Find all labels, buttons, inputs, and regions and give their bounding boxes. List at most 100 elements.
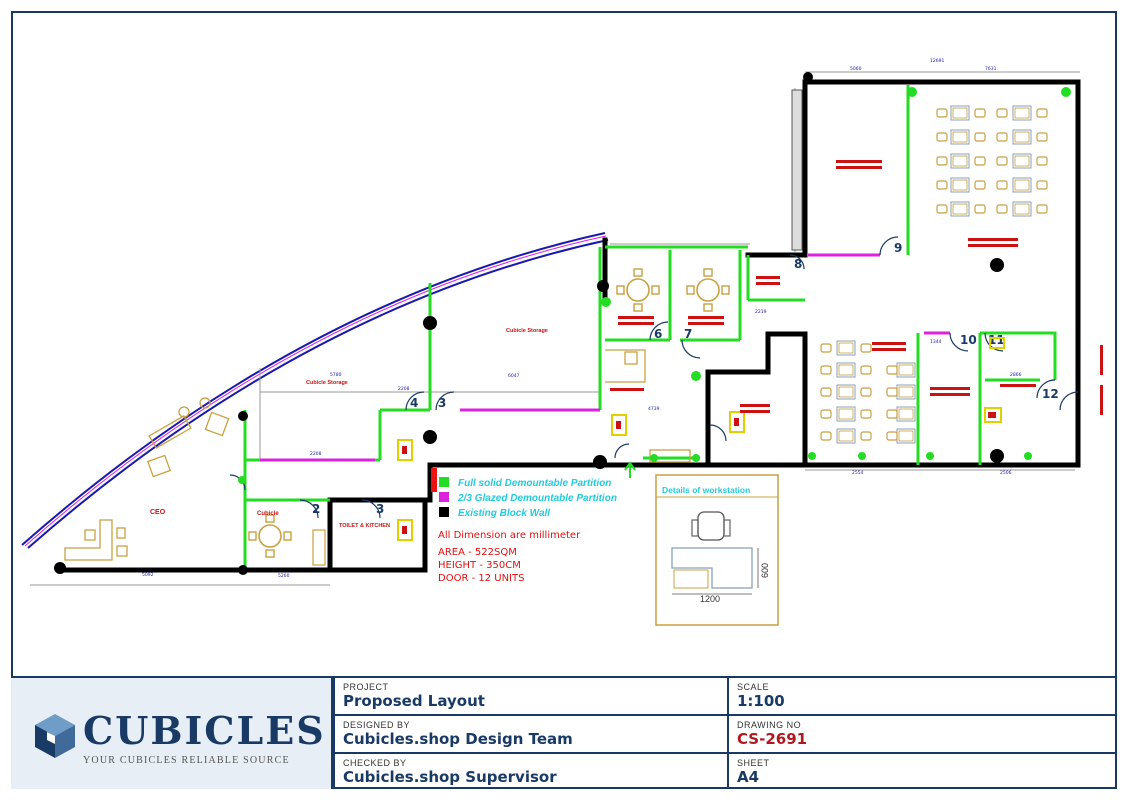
dimension-label: 2208 [310, 451, 322, 457]
dimension-label: 6047 [508, 373, 520, 379]
room-labels: CEO Cubicle TOILET & KITCHEN Cubicle Sto… [150, 328, 548, 529]
grey-column [791, 89, 803, 251]
designed-value: Cubicles.shop Design Team [343, 730, 573, 748]
meeting-table-3 [248, 514, 292, 558]
dimension-label: 2866 [1010, 372, 1022, 378]
project-value: Proposed Layout [343, 692, 485, 710]
plant-markers [238, 87, 1071, 484]
cube-logo-icon [35, 714, 75, 758]
checked-value: Cubicles.shop Supervisor [343, 768, 557, 786]
project-cell: PROJECT Proposed Layout [333, 676, 727, 714]
detail-depth: 600 [760, 563, 770, 578]
meeting-table-1 [616, 268, 660, 312]
logo-brand: CUBICLES [83, 708, 326, 753]
drawing-no-caption: DRAWING NO [737, 720, 802, 730]
legend-glass: 2/3 Glazed Demountable Partition [457, 493, 617, 504]
floor-plan: 2 3 4 3 6 7 8 9 10 11 12 [21, 58, 1103, 626]
legend-swatch-glass [439, 492, 449, 502]
sheet-cell: SHEET A4 [727, 752, 1117, 789]
ceo-furniture [64, 397, 230, 561]
curved-facade-inner [27, 239, 609, 549]
note-area: AREA - 522SQM [438, 547, 517, 558]
checked-caption: CHECKED BY [343, 758, 407, 768]
designed-caption: DESIGNED BY [343, 720, 411, 730]
storage-cabinet [312, 529, 326, 566]
solid-partitions [243, 85, 1057, 570]
block-walls [57, 79, 1081, 573]
scale-cell: SCALE 1:100 [727, 676, 1117, 714]
room-label-storage-2: Cubicle Storage [506, 328, 548, 334]
dimension-label: 2208 [398, 386, 410, 392]
columns [54, 72, 1004, 575]
yellow-markers [397, 337, 1005, 541]
curved-facade-glass [24, 235, 607, 547]
sheet-value: A4 [737, 768, 760, 786]
dimension-label: 12691 [930, 58, 944, 64]
dimension-text: 5780 2208 6047 4739 2554 2208 12691 5060… [142, 58, 1022, 579]
title-block: CUBICLES YOUR CUBICLES RELIABLE SOURCE P… [11, 676, 1117, 789]
door-number: 7 [684, 327, 692, 341]
designed-cell: DESIGNED BY Cubicles.shop Design Team [333, 714, 727, 752]
door-number: 8 [794, 257, 802, 271]
meeting-table-2 [686, 268, 730, 312]
workstation-cluster-middle [820, 340, 916, 444]
door-number: 3 [376, 502, 384, 516]
door-number: 9 [894, 241, 902, 255]
reception-desk [605, 349, 691, 463]
legend-swatch-solid [439, 477, 449, 487]
red-marker [431, 468, 437, 492]
dimension-label: 4739 [648, 406, 660, 412]
legend-wall: Existing Block Wall [458, 508, 550, 519]
legend-swatch-wall [439, 507, 449, 517]
room-label-ceo: CEO [150, 509, 166, 516]
door-number: 12 [1042, 387, 1059, 401]
room-label-toilet: TOILET & KITCHEN [339, 523, 390, 529]
door-number: 11 [988, 333, 1005, 347]
dimension-label: 5092 [142, 572, 154, 578]
drawing-no-value: CS-2691 [737, 730, 808, 748]
detail-chair [697, 511, 725, 541]
entrance-arrow [624, 461, 636, 478]
dimension-label: 1344 [930, 339, 942, 345]
detail-desk [671, 547, 753, 589]
door-number: 10 [960, 333, 977, 347]
dimension-label: 2219 [755, 309, 767, 315]
workstation-detail: Details of workstation 1200 600 [655, 474, 779, 626]
door-number: 6 [654, 327, 662, 341]
drawing-frame [11, 11, 1117, 789]
sheet-caption: SHEET [737, 758, 770, 768]
detail-frame [655, 474, 779, 626]
door-number: 4 [410, 396, 418, 410]
scale-value: 1:100 [737, 692, 785, 710]
glass-partitions [260, 253, 950, 462]
curved-facade-outer [21, 232, 606, 546]
illegible-labels [610, 160, 1103, 415]
dimension-label: 5260 [278, 573, 290, 579]
room-label-cubicle: Cubicle [257, 511, 279, 517]
door-number: 2 [312, 502, 320, 516]
legend-solid: Full solid Demountable Partition [458, 478, 611, 489]
detail-width: 1200 [700, 594, 720, 604]
legend: Full solid Demountable Partition 2/3 Gla… [439, 477, 617, 519]
workstation-cluster-top [936, 105, 1048, 217]
logo-tagline: YOUR CUBICLES RELIABLE SOURCE [83, 755, 290, 766]
dimension-label: 5780 [330, 372, 342, 378]
door-number: 3 [438, 396, 446, 410]
logo-panel: CUBICLES YOUR CUBICLES RELIABLE SOURCE [11, 676, 333, 789]
dimension-label: 7631 [985, 66, 997, 72]
room-label-storage-1: Cubicle Storage [306, 380, 348, 386]
drawing-no-cell: DRAWING NO CS-2691 [727, 714, 1117, 752]
note-door: DOOR - 12 UNITS [438, 573, 524, 584]
detail-title: Details of workstation [662, 485, 750, 495]
dimension-label: 5060 [850, 66, 862, 72]
scale-caption: SCALE [737, 682, 770, 692]
dimension-label: 2506 [1000, 470, 1012, 476]
notes: All Dimension are millimeter AREA - 522S… [438, 530, 581, 584]
checked-cell: CHECKED BY Cubicles.shop Supervisor [333, 752, 727, 789]
grey-outlines [30, 71, 1080, 586]
project-caption: PROJECT [343, 682, 389, 692]
doors [229, 236, 1079, 519]
note-dimension: All Dimension are millimeter [438, 530, 581, 541]
door-numbers: 2 3 4 3 6 7 8 9 10 11 12 [312, 241, 1059, 516]
